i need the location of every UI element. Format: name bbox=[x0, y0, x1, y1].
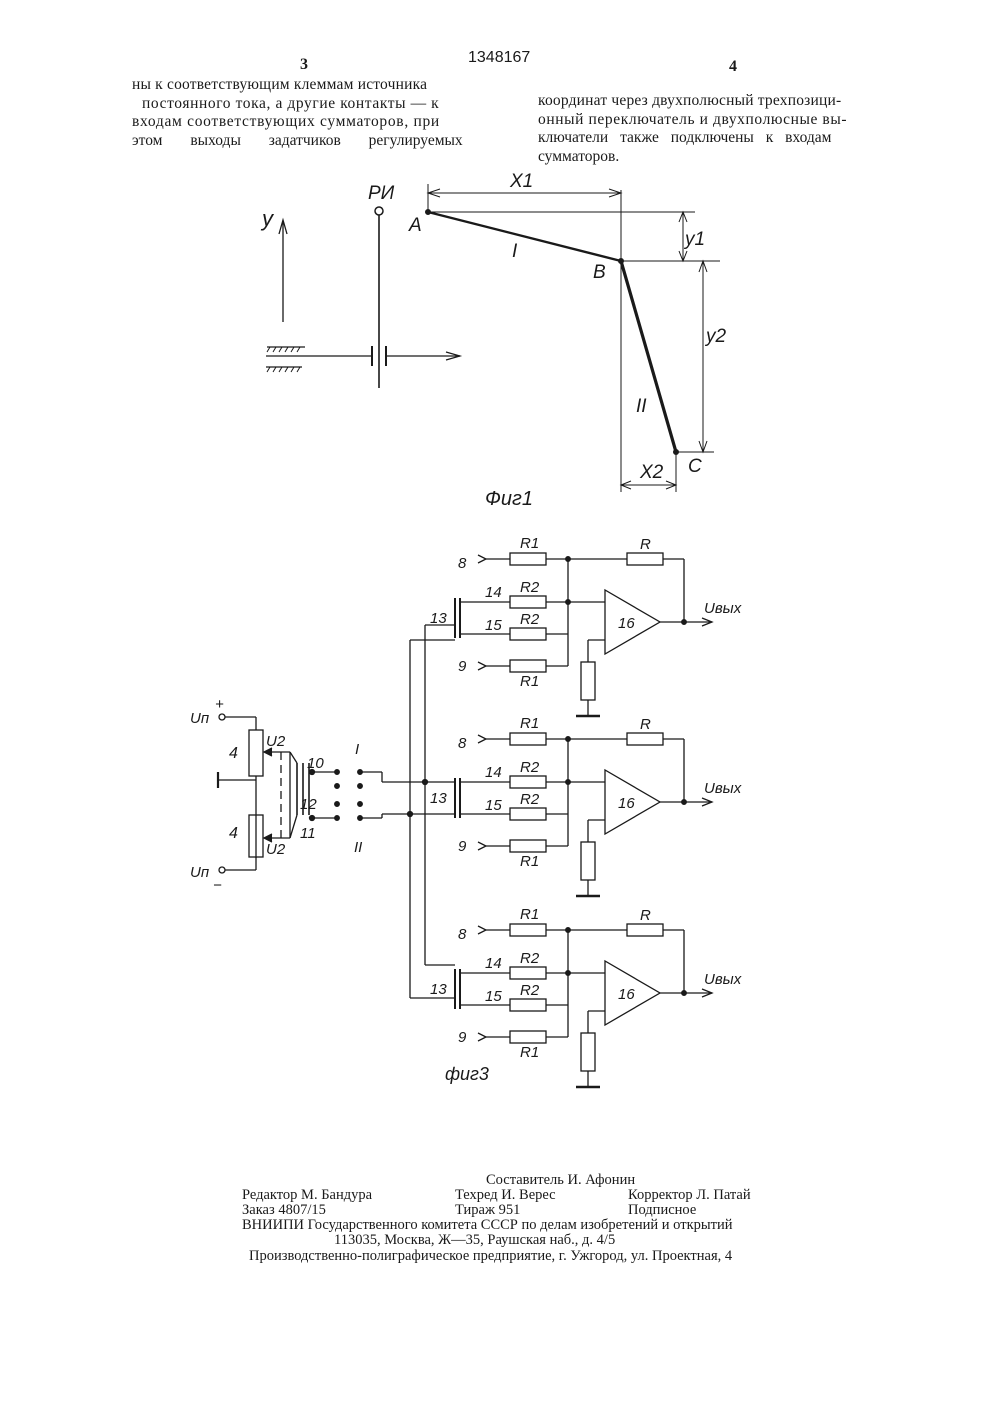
r2-label: R2 bbox=[520, 791, 540, 808]
label-15: 15 bbox=[485, 797, 502, 814]
label-16: 16 bbox=[618, 795, 635, 812]
ri-label: РИ bbox=[368, 183, 395, 204]
address-line: 113035, Москва, Ж—35, Раушская наб., д. … bbox=[334, 1232, 615, 1248]
label-13: 13 bbox=[430, 610, 447, 627]
r-label: R bbox=[640, 907, 651, 924]
uout-label: Uвых bbox=[704, 971, 742, 988]
input-8-label: 8 bbox=[458, 555, 467, 572]
r2-label: R2 bbox=[520, 759, 540, 776]
techred-line: Техред И. Верес bbox=[455, 1187, 556, 1203]
input-8-label: 8 bbox=[458, 926, 467, 943]
subscription-line: Подписное bbox=[628, 1202, 696, 1218]
input-9-label: 9 bbox=[458, 658, 467, 675]
uout-label: Uвых bbox=[704, 600, 742, 617]
label-10: 10 bbox=[307, 755, 324, 772]
point-c-label: C bbox=[688, 456, 702, 477]
label-13: 13 bbox=[430, 981, 447, 998]
fig1-caption: Фиг1 bbox=[485, 488, 533, 510]
r1-label: R1 bbox=[520, 673, 539, 690]
label-12: 12 bbox=[300, 796, 317, 813]
editor-line: Редактор М. Бандура bbox=[242, 1187, 372, 1203]
figure-3: Uп + Uп − 4 4 U2 U2 10 12 11 I II 13 8 9… bbox=[0, 520, 1000, 1120]
uout-label: Uвых bbox=[704, 780, 742, 797]
label-15: 15 bbox=[485, 617, 502, 634]
label-13: 13 bbox=[430, 790, 447, 807]
label-14: 14 bbox=[485, 955, 502, 972]
x2-label: X2 bbox=[639, 462, 664, 483]
r1-label: R1 bbox=[520, 715, 539, 732]
point-a-label: A bbox=[408, 215, 422, 236]
r2-label: R2 bbox=[520, 950, 540, 967]
segment-1-label: I bbox=[512, 241, 518, 262]
switch-II-label: II bbox=[354, 839, 362, 856]
label-14: 14 bbox=[485, 584, 502, 601]
r1-label: R1 bbox=[520, 853, 539, 870]
label-15: 15 bbox=[485, 988, 502, 1005]
u2-top-label: U2 bbox=[266, 733, 286, 750]
point-b-label: B bbox=[593, 262, 606, 283]
summator-block bbox=[455, 553, 712, 716]
minus-sign: − bbox=[213, 877, 222, 894]
label-16: 16 bbox=[618, 615, 635, 632]
r1-label: R1 bbox=[520, 1044, 539, 1061]
y-axis-label: y bbox=[260, 206, 275, 231]
input-8-label: 8 bbox=[458, 735, 467, 752]
r2-label: R2 bbox=[520, 982, 540, 999]
label-11: 11 bbox=[300, 825, 316, 842]
input-9-label: 9 bbox=[458, 838, 467, 855]
pot-4-top-label: 4 bbox=[229, 745, 238, 762]
corrector-line: Корректор Л. Патай bbox=[628, 1187, 751, 1203]
u-bottom-label: Uп bbox=[190, 864, 209, 881]
compiler-line: Составитель И. Афонин bbox=[486, 1172, 635, 1188]
fig3-caption: фиг3 bbox=[445, 1064, 489, 1084]
y1-label: y1 bbox=[683, 229, 705, 250]
label-16: 16 bbox=[618, 986, 635, 1003]
u2-bottom-label: U2 bbox=[266, 841, 286, 858]
r-label: R bbox=[640, 536, 651, 553]
order-line: Заказ 4807/15 bbox=[242, 1202, 326, 1218]
figure-1: РИ y A B C X1 X2 y1 y2 I II Фиг1 bbox=[0, 0, 1000, 520]
u-top-label: Uп bbox=[190, 710, 209, 727]
y2-label: y2 bbox=[704, 326, 727, 347]
pot-4-bottom-label: 4 bbox=[229, 825, 238, 842]
r2-label: R2 bbox=[520, 579, 540, 596]
r-label: R bbox=[640, 716, 651, 733]
run-line: Тираж 951 bbox=[455, 1202, 520, 1218]
label-14: 14 bbox=[485, 764, 502, 781]
plus-sign: + bbox=[215, 696, 224, 713]
r1-label: R1 bbox=[520, 906, 539, 923]
printer-line: Производственно-полиграфическое предприя… bbox=[249, 1248, 732, 1264]
segment-2-label: II bbox=[636, 396, 647, 417]
switch-I-label: I bbox=[355, 741, 359, 758]
organization-line: ВНИИПИ Государственного комитета СССР по… bbox=[242, 1217, 732, 1233]
r1-label: R1 bbox=[520, 535, 539, 552]
x1-label: X1 bbox=[509, 171, 533, 192]
input-9-label: 9 bbox=[458, 1029, 467, 1046]
r2-label: R2 bbox=[520, 611, 540, 628]
